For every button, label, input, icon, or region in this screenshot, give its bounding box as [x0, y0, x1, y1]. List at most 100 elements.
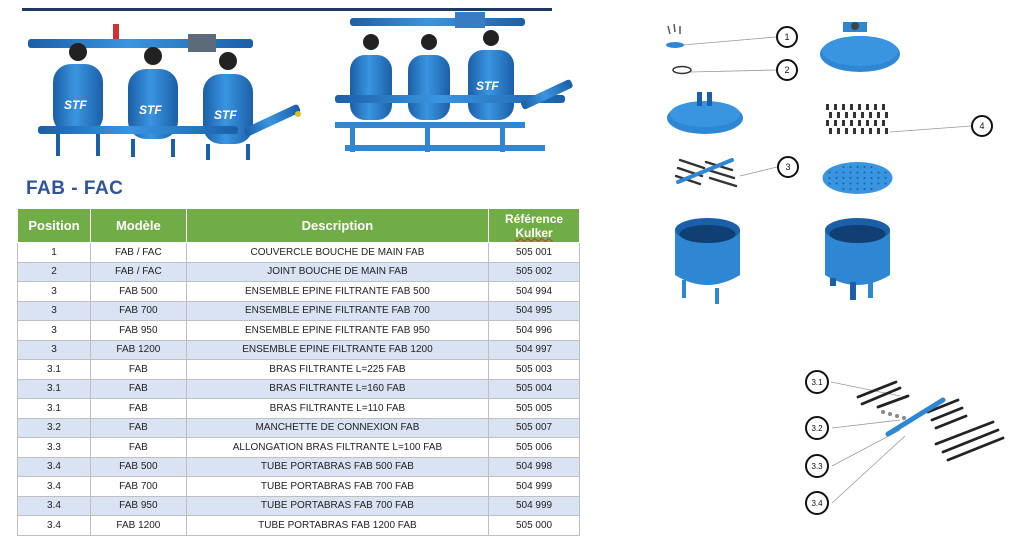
cell-reference: 504 997: [488, 339, 580, 360]
cell-description: ENSEMBLE EPINE FILTRANTE FAB 1200: [185, 339, 490, 360]
callout-3-4: 3.4: [805, 491, 829, 515]
cell-position: 3.2: [17, 417, 91, 438]
tank-lower-shell-part: [675, 218, 740, 304]
cell-position: 3.1: [17, 359, 91, 380]
cell-reference: 505 001: [488, 242, 580, 263]
cell-model: FAB: [89, 378, 187, 399]
filter-nozzles-part: [826, 104, 888, 134]
col-header-model: Modèle: [89, 208, 187, 243]
cell-description: ALLONGATION BRAS FILTRANTE L=100 FAB: [185, 437, 490, 458]
parts-table: Position Modèle Description Référence Ku…: [17, 208, 580, 536]
callout-1: 1: [776, 26, 798, 48]
cell-model: FAB / FAC: [89, 242, 187, 263]
brand-mark-4: STF: [476, 79, 499, 93]
cell-model: FAB 500: [89, 281, 187, 302]
cell-position: 3: [17, 320, 91, 341]
tank-lid-part: [667, 92, 743, 134]
perforated-plate-part: [822, 162, 893, 194]
cell-model: FAB 950: [89, 495, 187, 516]
callout-2: 2: [776, 59, 798, 81]
cell-model: FAB: [89, 437, 187, 458]
cell-description: MANCHETTE DE CONNEXION FAB: [185, 417, 490, 438]
cell-position: 3.4: [17, 476, 91, 497]
callout-3-3: 3.3: [805, 454, 829, 478]
cell-position: 3.4: [17, 456, 91, 477]
cell-description: BRAS FILTRANTE L=110 FAB: [185, 398, 490, 419]
callout-3: 3: [777, 156, 799, 178]
cell-description: JOINT BOUCHE DE MAIN FAB: [185, 261, 490, 282]
cell-reference: 504 996: [488, 320, 580, 341]
hand-hole-cover-part: [666, 23, 684, 48]
page-title: FAB - FAC: [26, 178, 124, 199]
cell-position: 3: [17, 339, 91, 360]
cell-position: 3: [17, 300, 91, 321]
col-header-position: Position: [17, 208, 91, 243]
brand-mark-2: STF: [139, 103, 162, 117]
cell-description: BRAS FILTRANTE L=225 FAB: [185, 359, 490, 380]
hand-hole-gasket-part: [672, 65, 692, 75]
col-header-reference: Référence Kulker: [488, 208, 580, 243]
cell-reference: 504 999: [488, 495, 580, 516]
cell-position: 2: [17, 261, 91, 282]
filter-station-illustration-left: STF STF STF: [28, 24, 301, 160]
top-rule: [22, 8, 552, 11]
cell-model: FAB 1200: [89, 515, 187, 536]
col-header-reference-line2: Kulker: [515, 225, 553, 240]
cell-description: TUBE PORTABRAS FAB 1200 FAB: [185, 515, 490, 536]
cell-reference: 504 995: [488, 300, 580, 321]
cell-model: FAB / FAC: [89, 261, 187, 282]
cell-position: 3.1: [17, 398, 91, 419]
tank-top-dome-part: [820, 22, 900, 72]
cell-position: 3.3: [17, 437, 91, 458]
cell-reference: 504 998: [488, 456, 580, 477]
callout-4: 4: [971, 115, 993, 137]
table-header-row: Position Modèle Description Référence Ku…: [17, 208, 580, 243]
cell-reference: 505 004: [488, 378, 580, 399]
tank-lower-shell-with-outlets-part: [825, 218, 890, 300]
exploded-spine-detail-part: [856, 380, 1005, 462]
cell-model: FAB 700: [89, 300, 187, 321]
col-header-description: Description: [185, 208, 490, 243]
cell-reference: 504 994: [488, 281, 580, 302]
cell-description: COUVERCLE BOUCHE DE MAIN FAB: [185, 242, 490, 263]
cell-model: FAB: [89, 417, 187, 438]
cell-description: TUBE PORTABRAS FAB 700 FAB: [185, 476, 490, 497]
cell-description: TUBE PORTABRAS FAB 500 FAB: [185, 456, 490, 477]
cell-reference: 505 007: [488, 417, 580, 438]
cell-reference: 505 002: [488, 261, 580, 282]
cell-position: 3.1: [17, 378, 91, 399]
cell-position: 3.4: [17, 515, 91, 536]
cell-description: ENSEMBLE EPINE FILTRANTE FAB 700: [185, 300, 490, 321]
cell-model: FAB 950: [89, 320, 187, 341]
cell-reference: 505 000: [488, 515, 580, 536]
brand-mark-3: STF: [214, 108, 237, 122]
cell-model: FAB 700: [89, 476, 187, 497]
filter-spine-assembly-part: [674, 158, 738, 188]
cell-reference: 505 003: [488, 359, 580, 380]
cell-reference: 505 005: [488, 398, 580, 419]
cell-description: TUBE PORTABRAS FAB 700 FAB: [185, 495, 490, 516]
callout-3-2: 3.2: [805, 416, 829, 440]
filter-station-illustration-right: STF: [335, 12, 573, 152]
cell-reference: 504 999: [488, 476, 580, 497]
cell-position: 3: [17, 281, 91, 302]
cell-description: BRAS FILTRANTE L=160 FAB: [185, 378, 490, 399]
cell-model: FAB: [89, 359, 187, 380]
cell-description: ENSEMBLE EPINE FILTRANTE FAB 950: [185, 320, 490, 341]
cell-position: 1: [17, 242, 91, 263]
col-header-reference-line1: Référence: [505, 211, 564, 226]
cell-model: FAB: [89, 398, 187, 419]
brand-mark-1: STF: [64, 98, 87, 112]
